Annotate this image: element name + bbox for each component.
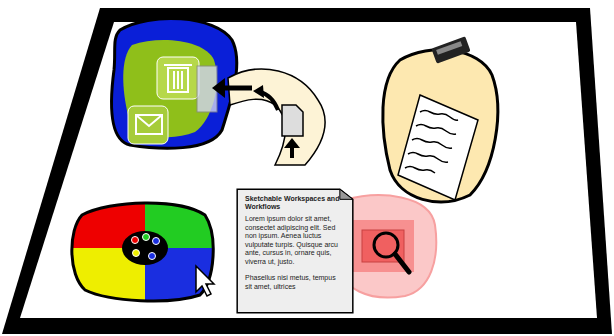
envelope-body	[136, 115, 162, 134]
beige-blob	[383, 50, 498, 202]
tablet-frame	[2, 8, 612, 334]
page-scribbles	[405, 111, 458, 174]
card-paragraph: Phasellus nisi metus, tempus sit amet, u…	[245, 274, 342, 291]
document-card: Sketchable Workspaces and WorkflowsLorem…	[236, 188, 354, 314]
trash-tile	[157, 57, 199, 99]
scanner-lid	[436, 41, 462, 55]
trash-line	[181, 71, 183, 89]
arrow-shaft	[222, 86, 252, 91]
paint-dot	[143, 234, 150, 241]
card-paragraph: Lorem ipsum dolor sit amet, consectet ad…	[245, 215, 342, 266]
scanner-body	[431, 36, 470, 63]
mouse-cursor	[196, 266, 214, 296]
scribble-line	[412, 139, 452, 149]
tablet-screen	[20, 22, 597, 318]
card-content: Sketchable Workspaces and WorkflowsLorem…	[236, 188, 354, 307]
paint-dot	[133, 250, 140, 257]
trash-line	[177, 71, 179, 89]
envelope-flap	[136, 115, 162, 126]
card-fold	[340, 189, 353, 199]
gesture-trail	[228, 69, 325, 165]
palette-icon	[122, 231, 168, 265]
card-heading: Sketchable Workspaces and Workflows	[245, 195, 342, 211]
scanner-icon	[431, 36, 470, 63]
arrow-head	[212, 78, 225, 98]
scribble-line	[405, 167, 435, 174]
document-icon	[282, 105, 303, 136]
arrow-head	[284, 138, 300, 148]
card-sheet	[237, 189, 353, 312]
arrow-head	[253, 85, 264, 98]
scribble-line	[408, 153, 448, 163]
blue-blob	[111, 19, 236, 149]
envelope-icon	[136, 115, 162, 134]
color-quadrants	[60, 190, 225, 308]
palette-board	[122, 231, 168, 265]
trash-lid	[164, 64, 192, 66]
search-region	[352, 220, 414, 272]
trash-body	[168, 68, 188, 92]
trash-line	[173, 71, 175, 89]
palette-blob-outline	[72, 203, 213, 301]
scribble-line	[420, 111, 458, 121]
paint-dot	[149, 253, 156, 260]
scribble-line	[416, 125, 456, 135]
scanned-page	[398, 95, 478, 200]
paint-dot	[132, 237, 139, 244]
trash-icon	[164, 65, 192, 92]
magnifier-handle	[395, 254, 409, 272]
paint-dot	[153, 238, 160, 245]
mail-tile	[128, 106, 168, 144]
